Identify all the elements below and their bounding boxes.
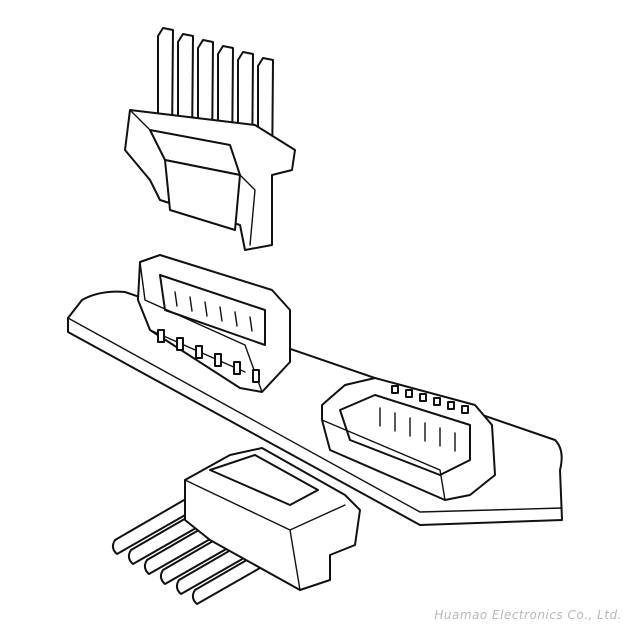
top-plug-connector bbox=[124, 27, 296, 251]
terminal bbox=[447, 401, 455, 410]
pin bbox=[234, 311, 238, 327]
terminal bbox=[214, 353, 222, 367]
terminal bbox=[252, 369, 260, 383]
pin bbox=[189, 296, 193, 312]
pin bbox=[219, 306, 223, 322]
terminal bbox=[419, 393, 427, 402]
terminal bbox=[461, 405, 469, 414]
pin bbox=[204, 301, 208, 317]
terminal bbox=[195, 345, 203, 359]
pin bbox=[174, 291, 178, 307]
terminal bbox=[433, 397, 441, 406]
watermark-text: Huamao Electronics Co., Ltd. bbox=[434, 608, 622, 622]
terminal bbox=[233, 361, 241, 375]
terminal bbox=[176, 337, 184, 351]
terminal bbox=[157, 329, 165, 343]
terminal bbox=[405, 389, 413, 398]
board-header-connector bbox=[137, 254, 291, 393]
terminal bbox=[391, 385, 399, 394]
bottom-plug-connector bbox=[111, 447, 361, 605]
smd-connector bbox=[321, 377, 496, 501]
pin bbox=[249, 316, 253, 332]
